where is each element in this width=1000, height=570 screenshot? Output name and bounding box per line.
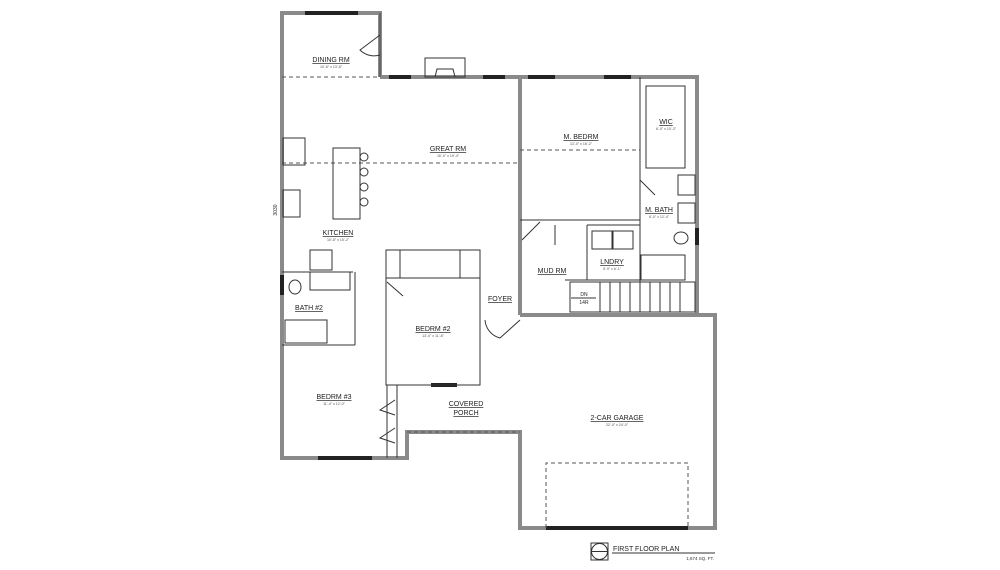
refrigerator — [282, 137, 306, 166]
kitchen-label: KITCHEN — [323, 230, 354, 237]
stairs — [569, 281, 696, 313]
kitchen-size: 10'-8" x 15'-2" — [327, 238, 350, 242]
kitchen-sink — [282, 189, 301, 218]
kitchen-fixtures — [282, 137, 696, 344]
bathtub — [284, 319, 328, 344]
kitchen-island — [332, 147, 361, 220]
bedroom3-size: 11'-4" x 12'-0" — [323, 402, 346, 406]
great-room-size: 16'-0" x 19'-4" — [437, 154, 460, 158]
bedroom2-label: BEDRM #2 — [415, 326, 450, 333]
room-dividers — [282, 76, 689, 528]
vanity — [309, 271, 351, 291]
shower — [640, 254, 686, 281]
porch-label-line1: COVERED — [449, 401, 484, 408]
dryer — [612, 230, 634, 250]
wic-size: 6'-0" x 10'-3" — [656, 127, 677, 131]
foyer-label: FOYER — [488, 296, 512, 303]
plan-area: 1,674 SQ. FT. — [686, 556, 714, 561]
wic-label: WIC — [659, 119, 673, 126]
window-label: 3030 — [273, 204, 279, 215]
porch-label-line2: PORCH — [453, 410, 478, 417]
range — [309, 249, 333, 271]
laundry-label: LNDRY — [600, 259, 624, 266]
garage-label: 2-CAR GARAGE — [591, 415, 644, 422]
stair-direction: DN — [580, 292, 588, 298]
toilet — [288, 279, 302, 295]
dining-room-label: DINING RM — [312, 57, 350, 64]
bedroom2-size: 13'-0" x 11'-8" — [422, 334, 445, 338]
bath2-label: BATH #2 — [295, 305, 323, 312]
master-bedroom-size: 13'-0" x 16'-2" — [570, 142, 593, 146]
windows — [280, 11, 699, 530]
doors — [359, 34, 656, 444]
title-block: FIRST FLOOR PLAN 1,674 SQ. FT. — [590, 542, 715, 561]
great-room-label: GREAT RM — [430, 146, 466, 153]
mud-room-label: MUD RM — [538, 268, 567, 275]
washer — [591, 230, 613, 250]
plan-title: FIRST FLOOR PLAN — [613, 546, 679, 553]
bedroom3-label: BEDRM #3 — [316, 394, 351, 401]
garage-size: 22'-0" x 24'-0" — [606, 423, 629, 427]
master-bedroom-label: M. BEDRM — [564, 134, 599, 141]
exterior-walls — [280, 11, 717, 530]
stair-risers: 14R — [579, 300, 589, 306]
master-bath-label: M. BATH — [645, 207, 673, 214]
dining-room-size: 10'-6" x 13'-8" — [320, 65, 343, 69]
master-bath-size: 6'-0" x 12'-4" — [649, 215, 670, 219]
fireplace — [424, 57, 466, 78]
laundry-size: 5'-9" x 6'-1" — [603, 267, 622, 271]
interior-walls — [282, 13, 686, 458]
